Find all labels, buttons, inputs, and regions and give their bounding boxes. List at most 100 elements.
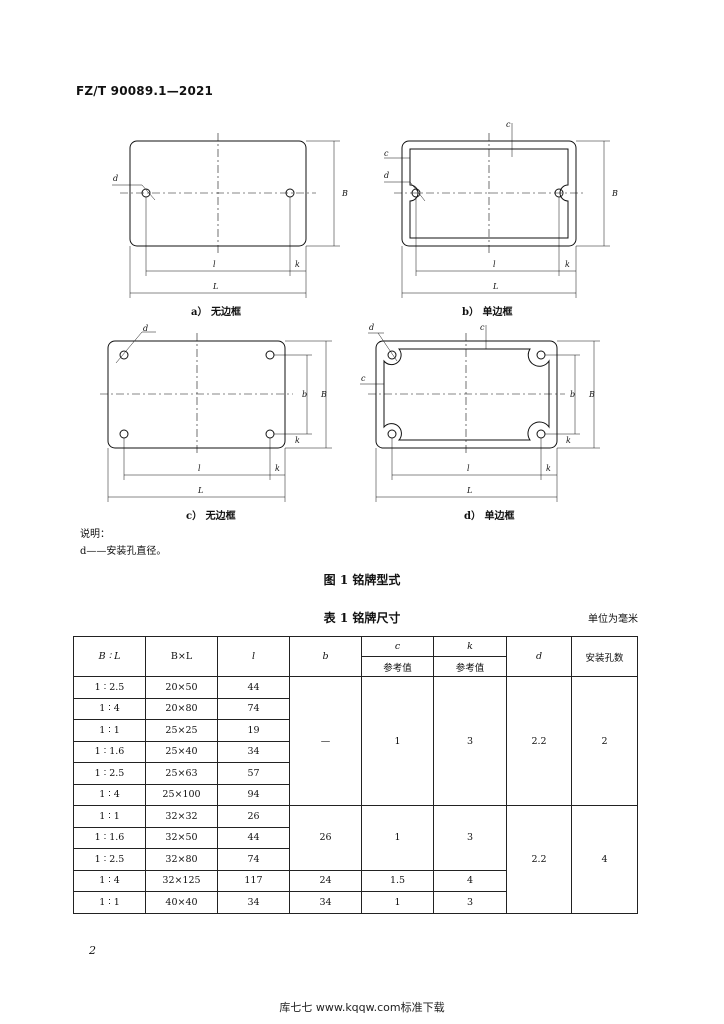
cell-l: 44	[217, 826, 290, 849]
cell-ratio: 1 ∶ 2.5	[73, 676, 146, 699]
header-k: k	[433, 636, 507, 657]
dim-B-label: B	[341, 189, 348, 198]
cell-ratio: 1 ∶ 1	[73, 891, 146, 914]
dim-L-label: L	[197, 486, 203, 495]
spec-table: B ∶ L B×L l b c k d 安装孔数 参考值 参考值 1 ∶ 2.5…	[73, 636, 638, 914]
caption-a: a） 无边框	[191, 307, 241, 318]
table-row: 1 ∶ 1 40×40 34 34 1 3	[73, 891, 638, 914]
cell-l: 34	[217, 740, 290, 763]
cell-c: 1.5	[361, 869, 434, 892]
dim-B-label: B	[588, 390, 595, 399]
caption-b: b） 单边框	[462, 307, 513, 318]
table-unit: 单位为毫米	[588, 614, 638, 625]
dim-k-label: k	[546, 464, 551, 473]
cell-d: 2.2	[506, 805, 572, 914]
dim-L-label: L	[212, 282, 218, 291]
cell-l: 34	[217, 891, 290, 914]
table-row: 1 ∶ 1.6 25×40 34	[73, 740, 638, 763]
cell-l: 94	[217, 783, 290, 806]
dim-k-label: k	[565, 260, 570, 269]
dim-d-label: d	[113, 174, 118, 183]
cell-b: 34	[289, 891, 362, 914]
header-c: c	[361, 636, 434, 657]
dim-k-label: k	[275, 464, 280, 473]
cell-k: 4	[433, 869, 507, 892]
dim-k-label: k	[566, 436, 571, 445]
note-title: 说明：	[80, 529, 110, 540]
note-line: d——安装孔直径。	[80, 546, 167, 557]
cell-size: 20×80	[145, 697, 218, 720]
figure-title: 图 1 铭牌型式	[323, 573, 401, 587]
cell-ratio: 1 ∶ 1	[73, 805, 146, 828]
footer-watermark: 库七七 www.kqqw.com标准下载	[279, 1001, 445, 1014]
dim-c-label: c	[361, 374, 366, 383]
caption-d: d） 单边框	[464, 511, 515, 522]
cell-k: 3	[433, 676, 507, 806]
page-number: 2	[89, 944, 96, 957]
cell-size: 25×25	[145, 719, 218, 742]
cell-size: 32×50	[145, 826, 218, 849]
standard-number: FZ/T 90089.1—2021	[76, 84, 214, 98]
cell-l: 74	[217, 697, 290, 720]
cell-d: 2.2	[506, 676, 572, 806]
header-d: d	[506, 636, 572, 677]
cell-ratio: 1 ∶ 2.5	[73, 848, 146, 871]
table-row: 1 ∶ 4 20×80 74	[73, 697, 638, 720]
cell-ratio: 1 ∶ 4	[73, 783, 146, 806]
dim-L-label: L	[466, 486, 472, 495]
dim-l-label: l	[198, 464, 201, 473]
cell-size: 32×32	[145, 805, 218, 828]
cell-k: 3	[433, 805, 507, 871]
dim-l-label: l	[467, 464, 470, 473]
cell-l: 26	[217, 805, 290, 828]
cell-l: 19	[217, 719, 290, 742]
header-holes: 安装孔数	[571, 636, 638, 677]
header-c-sub: 参考值	[361, 656, 434, 677]
cell-holes: 4	[571, 805, 638, 914]
cell-ratio: 1 ∶ 4	[73, 869, 146, 892]
cell-c: 1	[361, 805, 434, 871]
dim-B-label: B	[611, 189, 618, 198]
dim-l-label: l	[213, 260, 216, 269]
cell-l: 74	[217, 848, 290, 871]
table-row: 1 ∶ 2.5 20×50 44 — 1 3 2.2 2	[73, 676, 638, 806]
cell-l: 44	[217, 676, 290, 699]
cell-ratio: 1 ∶ 1	[73, 719, 146, 742]
cell-l: 117	[217, 869, 290, 892]
header-l: l	[217, 636, 290, 677]
dim-d-label: d	[369, 323, 374, 332]
dim-b-label: b	[570, 390, 575, 399]
cell-holes: 2	[571, 676, 638, 806]
cell-size: 25×100	[145, 783, 218, 806]
cell-size: 32×125	[145, 869, 218, 892]
header-ratio: B ∶ L	[73, 636, 146, 677]
dim-c-label: c	[506, 120, 511, 129]
dim-d-label: d	[384, 171, 389, 180]
cell-size: 40×40	[145, 891, 218, 914]
figure-panel-c: d b B l k k L	[100, 324, 332, 502]
dim-L-label: L	[492, 282, 498, 291]
dim-c-label: c	[480, 323, 485, 332]
table-row: 1 ∶ 4 25×100 94	[73, 783, 638, 806]
figure-panel-b: c c d l k L B	[384, 120, 618, 298]
table-title: 表 1 铭牌尺寸	[323, 611, 401, 625]
cell-c: 1	[361, 676, 434, 806]
cell-k: 3	[433, 891, 507, 914]
cell-ratio: 1 ∶ 1.6	[73, 740, 146, 763]
dim-B-label: B	[320, 390, 327, 399]
table-row: 1 ∶ 2.5 25×63 57	[73, 762, 638, 785]
cell-size: 32×80	[145, 848, 218, 871]
cell-b: 26	[289, 805, 362, 871]
header-size: B×L	[145, 636, 218, 677]
cell-ratio: 1 ∶ 1.6	[73, 826, 146, 849]
dim-c-label: c	[384, 149, 389, 158]
cell-ratio: 1 ∶ 4	[73, 697, 146, 720]
dim-k-label: k	[295, 436, 300, 445]
dim-k-label: k	[295, 260, 300, 269]
figure-panel-d: d c c b B l k k L	[360, 323, 600, 502]
cell-ratio: 1 ∶ 2.5	[73, 762, 146, 785]
figure-panel-a: d l k L B	[112, 133, 348, 298]
dim-b-label: b	[302, 390, 307, 399]
dim-d-label: d	[143, 324, 148, 333]
header-k-sub: 参考值	[433, 656, 507, 677]
